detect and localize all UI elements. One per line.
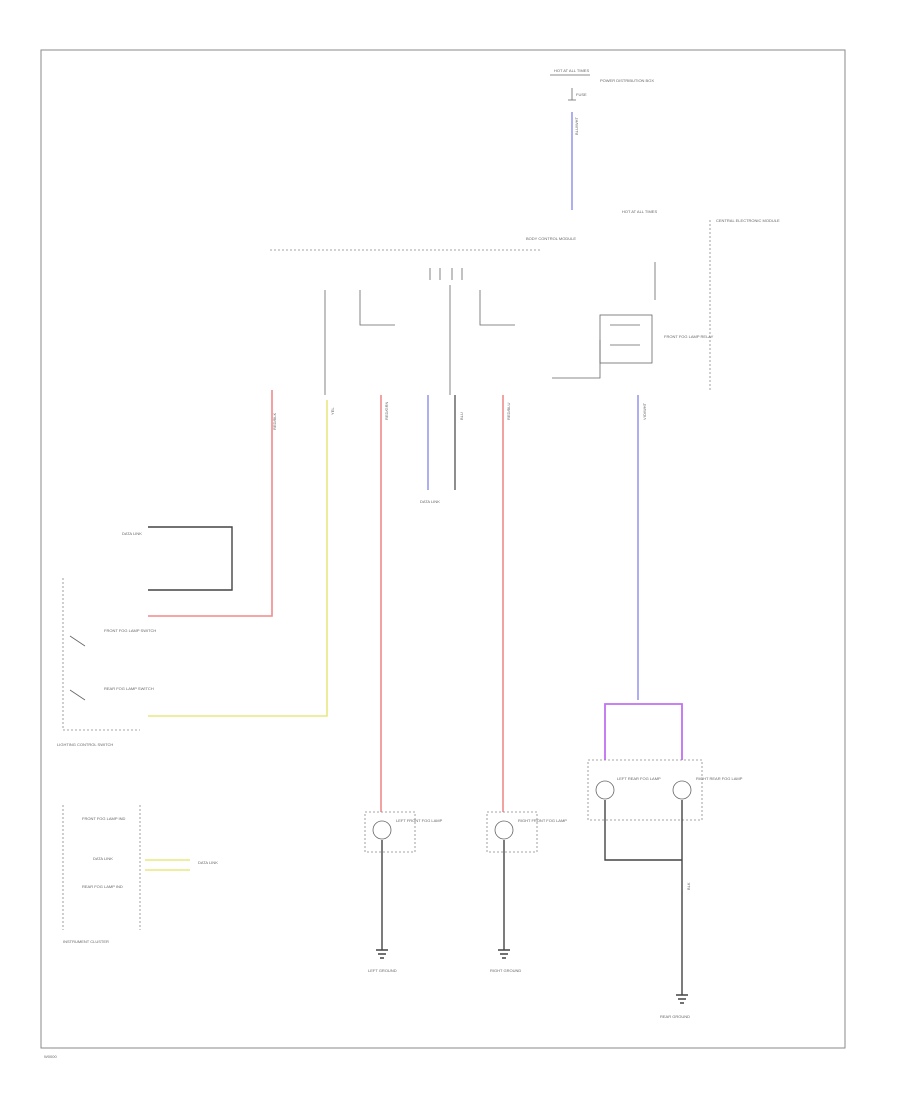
relay-internals: [610, 324, 640, 346]
top-fuse-symbol: [568, 88, 576, 101]
rear-fog-right-bulb: [672, 780, 692, 800]
top-fuse-group: HOT AT ALL TIMES POWER DISTRIBUTION BOX …: [550, 68, 654, 210]
wire-red-left: [148, 390, 273, 617]
relay-label: FRONT FOG LAMP RELAY: [664, 334, 714, 339]
wire-code-top-blue: BLU/WHT: [574, 116, 579, 135]
diagram-code: W0000: [44, 1054, 57, 1059]
lighting-switch-contacts: [69, 635, 86, 701]
wire-code-blue-mid: BLU: [459, 412, 464, 420]
cluster-front-label: FRONT FOG LAMP IND: [82, 816, 126, 821]
ground-mid-icon: [498, 949, 510, 959]
wire-code-red-mid: RED/GRN: [384, 401, 389, 420]
wire-code-yellow: YEL: [330, 407, 335, 415]
rear-fog-lamps: LEFT REAR FOG LAMP RIGHT REAR FOG LAMP: [587, 759, 743, 861]
top-fuse-label: FUSE: [576, 92, 587, 97]
wire-switch-feed: [148, 526, 233, 591]
central-module-label: CENTRAL ELECTRONIC MODULE: [716, 218, 780, 223]
lighting-switch-label: LIGHTING CONTROL SWITCH: [57, 742, 113, 747]
ground-left-icon: [376, 949, 388, 959]
rear-fog-left-bulb: [595, 780, 615, 800]
top-fuse-box-label: HOT AT ALL TIMES: [554, 68, 589, 73]
wire-code-red-left: RED/BLK: [272, 413, 277, 430]
top-right-module-label: POWER DISTRIBUTION BOX: [600, 78, 654, 83]
rear-fog-lamps-box: [587, 759, 703, 821]
lighting-switch-boundary: [62, 578, 140, 731]
lighting-switch-rear-label: REAR FOG LAMP SWITCH: [104, 686, 154, 691]
right-fog-lamp-bulb: [494, 820, 514, 840]
left-fog-lamp-bulb: [372, 820, 392, 840]
wire-violet: [604, 703, 683, 760]
diagram-frame: [40, 49, 846, 1049]
right-fog-lamp-box: [486, 811, 538, 853]
instrument-cluster: INSTRUMENT CLUSTER FRONT FOG LAMP IND RE…: [62, 805, 218, 944]
cluster-data-wires: [145, 859, 190, 871]
data-link-mid-label: DATA LINK: [420, 499, 440, 504]
rear-fog-right-label: RIGHT REAR FOG LAMP: [696, 776, 743, 781]
left-fog-lamp: LEFT FRONT FOG LAMP: [364, 811, 443, 853]
wire-code-red-right: RED/BLU: [506, 403, 511, 420]
relay-box: [599, 314, 653, 364]
left-fog-lamp-label: LEFT FRONT FOG LAMP: [396, 818, 443, 823]
ground-left-label: LEFT GROUND: [368, 968, 397, 973]
ground-mid-label: RIGHT GROUND: [490, 968, 521, 973]
data-link-bottom-label: DATA LINK: [198, 860, 218, 865]
bcm-label: BODY CONTROL MODULE: [526, 236, 576, 241]
ground-right-icon: [676, 994, 688, 1004]
right-hot-label: HOT AT ALL TIMES: [622, 209, 657, 214]
bcm-connector-pins: [429, 268, 463, 280]
wire-code-violet: VIO/WHT: [642, 402, 647, 420]
wire-code-black-right: BLK: [686, 882, 691, 890]
rear-fog-left-label: LEFT REAR FOG LAMP: [617, 776, 661, 781]
bcm-internals: [324, 268, 515, 395]
bcm-transistors: [359, 290, 515, 326]
lighting-switch-feed-label: DATA LINK: [122, 531, 142, 536]
relay-control-wire: [552, 340, 601, 379]
wire-yellow: [148, 400, 328, 717]
cluster-text: DATA LINK: [93, 856, 113, 861]
ground-right: REAR GROUND: [660, 994, 690, 1019]
ground-right-label: REAR GROUND: [660, 1014, 690, 1019]
left-fog-lamp-box: [364, 811, 416, 853]
lighting-switch: LIGHTING CONTROL SWITCH DATA LINK FRONT …: [57, 526, 233, 747]
right-fog-lamp-label: RIGHT FRONT FOG LAMP: [518, 818, 567, 823]
rear-fog-ground-link: [604, 800, 682, 861]
cluster-rear-label: REAR FOG LAMP IND: [82, 884, 123, 889]
instrument-cluster-label: INSTRUMENT CLUSTER: [63, 939, 109, 944]
right-fog-lamp: RIGHT FRONT FOG LAMP: [486, 811, 567, 853]
ground-mid: RIGHT GROUND: [490, 949, 521, 973]
ground-left: LEFT GROUND: [368, 949, 397, 973]
fog-relay: FRONT FOG LAMP RELAY: [552, 262, 714, 379]
instrument-cluster-boundary: [62, 805, 141, 930]
lighting-switch-front-label: FRONT FOG LAMP SWITCH: [104, 628, 156, 633]
